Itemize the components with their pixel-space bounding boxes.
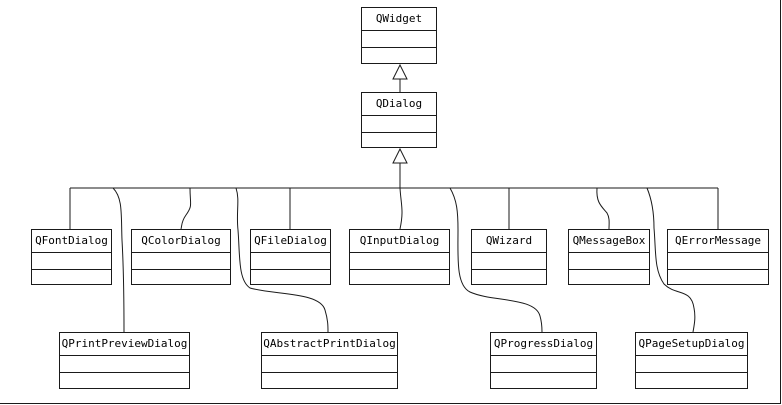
class-qfontdialog[interactable]: QFontDialog [31, 229, 112, 285]
class-name: QPageSetupDialog [636, 333, 747, 356]
attributes-compartment [251, 253, 330, 270]
class-name: QWidget [362, 8, 436, 31]
class-qmessagebox[interactable]: QMessageBox [568, 229, 650, 285]
class-name: QAbstractPrintDialog [262, 333, 397, 356]
attributes-compartment [668, 253, 768, 270]
class-qfiledialog[interactable]: QFileDialog [250, 229, 331, 285]
class-qpagesetupdialog[interactable]: QPageSetupDialog [635, 332, 748, 389]
class-name: QFileDialog [251, 230, 330, 253]
attributes-compartment [362, 31, 436, 48]
attributes-compartment [636, 356, 747, 373]
class-qabstractprintdialog[interactable]: QAbstractPrintDialog [261, 332, 398, 389]
attributes-compartment [472, 253, 546, 270]
attributes-compartment [60, 356, 189, 373]
class-qwidget[interactable]: QWidget [361, 7, 437, 64]
attributes-compartment [132, 253, 230, 270]
class-qinputdialog[interactable]: QInputDialog [349, 229, 450, 285]
edge-qabstractprintdialog [235, 187, 329, 333]
inheritance-arrowhead [392, 147, 408, 164]
attributes-compartment [32, 253, 111, 270]
edge-qprintpreviewdialog [112, 187, 125, 333]
edge-qcolordialog [180, 187, 192, 230]
edge-qinputdialog [399, 187, 403, 230]
class-name: QMessageBox [569, 230, 649, 253]
class-name: QInputDialog [350, 230, 449, 253]
edge-qpagesetupdialog [646, 187, 696, 333]
inheritance-arrowhead [392, 63, 408, 80]
attributes-compartment [491, 356, 596, 373]
attributes-compartment [262, 356, 397, 373]
class-name: QWizard [472, 230, 546, 253]
class-qcolordialog[interactable]: QColorDialog [131, 229, 231, 285]
class-qprogressdialog[interactable]: QProgressDialog [490, 332, 597, 389]
edge-qprogressdialog [449, 187, 543, 333]
class-name: QErrorMessage [668, 230, 768, 253]
class-name: QColorDialog [132, 230, 230, 253]
attributes-compartment [350, 253, 449, 270]
class-qprintpreviewdialog[interactable]: QPrintPreviewDialog [59, 332, 190, 389]
class-name: QDialog [362, 93, 436, 116]
edge-qmessagebox [596, 187, 610, 230]
class-name: QProgressDialog [491, 333, 596, 356]
attributes-compartment [569, 253, 649, 270]
class-qwizard[interactable]: QWizard [471, 229, 547, 285]
class-qerrormessage[interactable]: QErrorMessage [667, 229, 769, 285]
class-name: QPrintPreviewDialog [60, 333, 189, 356]
attributes-compartment [362, 116, 436, 133]
class-name: QFontDialog [32, 230, 111, 253]
class-qdialog[interactable]: QDialog [361, 92, 437, 148]
